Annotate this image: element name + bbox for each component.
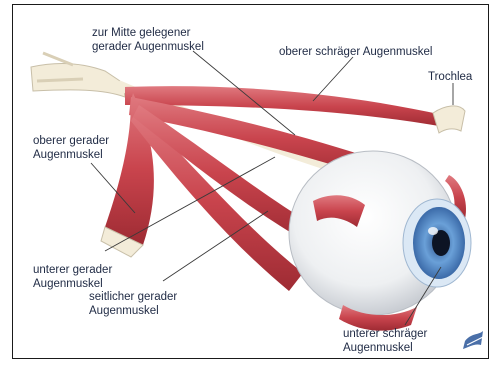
label-inferior-rectus: unterer gerader Augenmuskel (33, 263, 112, 291)
publisher-logo-icon (463, 331, 483, 349)
label-lateral-rectus: seitlicher gerader Augenmuskel (89, 290, 177, 318)
label-inferior-oblique: unterer schräger Augenmuskel (343, 327, 427, 355)
label-superior-rectus: oberer gerader Augenmuskel (33, 134, 109, 162)
label-trochlea: Trochlea (428, 70, 472, 84)
illustration-frame: zur Mitte gelegener gerader Augenmuskel … (12, 4, 489, 359)
superior-oblique-tendon (433, 106, 465, 133)
pupil-highlight (428, 227, 438, 235)
label-superior-oblique: oberer schräger Augenmuskel (279, 45, 432, 59)
label-medial-rectus: zur Mitte gelegener gerader Augenmuskel (92, 26, 204, 54)
